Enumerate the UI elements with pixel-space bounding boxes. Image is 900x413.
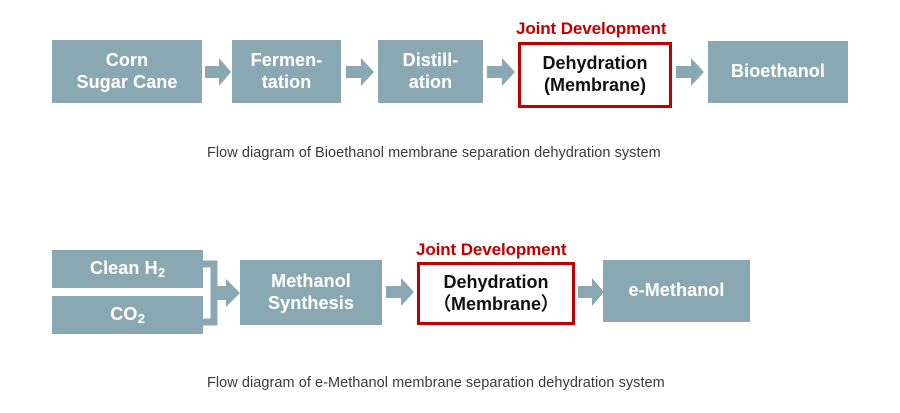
arrow-fermentation-to-distillation [346, 58, 374, 86]
node-distillation-line2: ation [408, 71, 453, 92]
node-dehydration-line1: Dehydration [542, 53, 648, 74]
node-fermentation-line2: tation [261, 71, 312, 92]
node-fermentation[interactable]: Fermen- tation [232, 40, 341, 103]
node-dehydration-2-line1: Dehydration [443, 271, 549, 292]
node-dehydration-line2: (Membrane) [543, 75, 646, 95]
node-clean-h2[interactable]: Clean H2 [52, 250, 203, 288]
node-distillation-line1: Distill- [402, 50, 459, 71]
caption-bioethanol: Flow diagram of Bioethanol membrane sepa… [207, 145, 661, 161]
arrow-feedstock-to-fermentation [205, 58, 231, 86]
arrow-dehydration-to-e-methanol [578, 278, 604, 306]
node-e-methanol-label: e-Methanol [628, 280, 725, 301]
node-co2[interactable]: CO2 [52, 296, 203, 334]
node-e-methanol[interactable]: e-Methanol [603, 260, 750, 322]
node-bioethanol-line1: Bioethanol [731, 61, 825, 82]
node-distillation[interactable]: Distill- ation [378, 40, 483, 103]
node-bioethanol[interactable]: Bioethanol [708, 41, 848, 103]
arrow-synthesis-to-dehydration [386, 278, 414, 306]
node-dehydration-membrane[interactable]: Dehydration (Membrane) [518, 42, 672, 108]
joint-development-label-bioethanol: Joint Development [516, 19, 667, 38]
node-methanol-synthesis-line1: Methanol [271, 271, 351, 292]
caption-e-methanol: Flow diagram of e-Methanol membrane sepa… [207, 375, 665, 391]
arrow-dehydration-to-bioethanol [676, 58, 704, 86]
diagram-bioethanol: Corn Sugar Cane Fermen- tation Distill- … [0, 0, 900, 175]
arrow-distillation-to-dehydration [487, 58, 515, 86]
merge-connector-to-synthesis [196, 260, 240, 326]
node-methanol-synthesis[interactable]: Methanol Synthesis [240, 260, 382, 325]
node-methanol-synthesis-line2: Synthesis [268, 292, 354, 313]
node-clean-h2-label: Clean H2 [89, 258, 166, 281]
node-feedstock-line2: Sugar Cane [76, 71, 178, 92]
node-feedstock-line1: Corn [105, 50, 149, 71]
node-dehydration-2-line2: （Membrane） [432, 293, 560, 314]
node-co2-label: CO2 [110, 304, 145, 327]
node-dehydration-membrane-2[interactable]: Dehydration （Membrane） [417, 262, 575, 325]
node-feedstock[interactable]: Corn Sugar Cane [52, 40, 202, 103]
node-fermentation-line1: Fermen- [250, 50, 323, 71]
joint-development-label-e-methanol: Joint Development [416, 240, 567, 259]
diagram-e-methanol: Clean H2 CO2 Methanol Synthesis Joint De… [0, 230, 900, 413]
